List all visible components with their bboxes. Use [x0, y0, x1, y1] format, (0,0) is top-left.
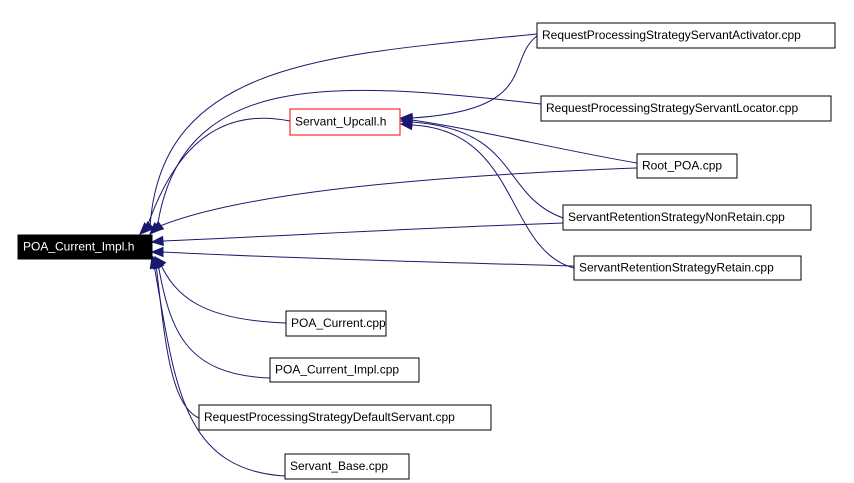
edge-line	[411, 35, 538, 119]
arrowhead	[150, 220, 165, 233]
node-poa-current-cpp[interactable]: POA_Current.cpp	[285, 310, 387, 337]
edge-retain-to-root	[150, 246, 575, 267]
node-label: Root_POA.cpp	[642, 159, 722, 173]
edge-non-retain-to-root	[150, 222, 564, 247]
edge-servant-upcall-to-root	[139, 117, 291, 235]
edge-line	[159, 167, 638, 227]
edge-servant-base-to-root	[149, 255, 286, 477]
edge-poa-current-to-root	[154, 255, 287, 324]
edge-root-poa-to-root	[150, 167, 638, 233]
edge-line	[153, 264, 286, 477]
arrowhead	[150, 235, 164, 247]
edge-line	[149, 33, 538, 229]
node-servant-base-cpp[interactable]: Servant_Base.cpp	[284, 453, 410, 480]
node-srs-retain[interactable]: ServantRetentionStrategyRetain.cpp	[573, 255, 802, 281]
node-root-poa[interactable]: Root_POA.cpp	[636, 153, 738, 179]
arrowhead	[150, 246, 164, 258]
edge-line	[159, 262, 287, 324]
arrowhead	[149, 255, 160, 270]
edge-line	[162, 222, 564, 242]
node-label: POA_Current_Impl.h	[23, 240, 134, 254]
edge-retain-to-upcall	[399, 119, 575, 269]
node-srs-non-retain[interactable]: ServantRetentionStrategyNonRetain.cpp	[562, 204, 812, 231]
edge-poa-current-impl-cpp-to-root	[154, 255, 271, 379]
edge-default-servant-to-root	[152, 255, 200, 419]
node-servant-upcall-h[interactable]: Servant_Upcall.h	[289, 108, 401, 136]
node-label: POA_Current_Impl.cpp	[275, 363, 399, 377]
arrowhead	[142, 221, 155, 234]
edge-line	[156, 89, 542, 230]
edge-root-poa-to-upcall	[399, 114, 638, 164]
node-label: Servant_Upcall.h	[295, 115, 386, 129]
edge-line	[162, 251, 575, 267]
arrowhead	[399, 119, 413, 131]
edge-activator-to-upcall	[399, 35, 538, 124]
edge-line	[157, 263, 271, 379]
node-label: ServantRetentionStrategyNonRetain.cpp	[568, 210, 785, 224]
node-label: ServantRetentionStrategyRetain.cpp	[579, 261, 774, 275]
node-poa-current-impl-h[interactable]: POA_Current_Impl.h	[17, 234, 153, 260]
node-poa-current-impl-cpp[interactable]: POA_Current_Impl.cpp	[269, 357, 420, 383]
edge-line	[411, 119, 638, 164]
node-label: RequestProcessingStrategyDefaultServant.…	[204, 410, 455, 424]
edge-line	[145, 117, 291, 231]
node-label: RequestProcessingStrategyServantActivato…	[542, 28, 801, 42]
node-rps-servant-locator[interactable]: RequestProcessingStrategyServantLocator.…	[540, 95, 832, 122]
edge-line	[411, 124, 575, 269]
edge-activator-to-root	[142, 33, 538, 234]
node-label: Servant_Base.cpp	[290, 459, 388, 473]
node-rps-default-servant[interactable]: RequestProcessingStrategyDefaultServant.…	[198, 404, 492, 431]
node-rps-servant-activator[interactable]: RequestProcessingStrategyServantActivato…	[536, 22, 836, 49]
node-label: RequestProcessingStrategyServantLocator.…	[546, 101, 798, 115]
node-label: POA_Current.cpp	[291, 316, 386, 330]
edge-line	[155, 263, 200, 419]
edge-line	[411, 121, 564, 219]
